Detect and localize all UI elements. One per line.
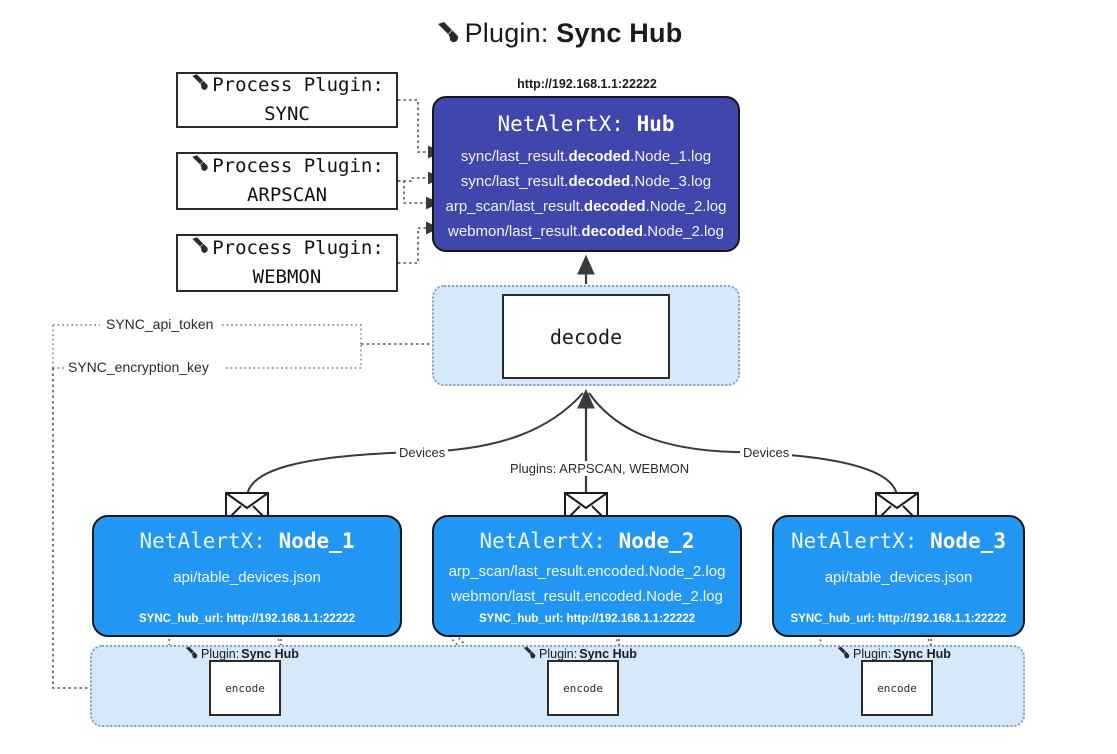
plugin-prefix: Plugin:: [539, 647, 578, 661]
hub-log-line: arp_scan/last_result.decoded.Node_2.log: [445, 198, 727, 215]
node-title-name: Node_1: [278, 529, 355, 553]
plug-icon: [190, 153, 210, 182]
decode-box[interactable]: decode: [502, 294, 670, 379]
hub-node-box[interactable]: NetAlertX: Hub sync/last_result.decoded.…: [432, 96, 740, 252]
hub-log-line: webmon/last_result.decoded.Node_2.log: [448, 223, 724, 240]
encode-box-2[interactable]: encode: [547, 660, 619, 716]
encode-box-3[interactable]: encode: [861, 660, 933, 716]
hub-title-name: Hub: [636, 112, 675, 136]
edge-label-devices-left: Devices: [396, 445, 449, 460]
process-plugin-title: Process Plugin:: [212, 155, 384, 178]
node-footer: SYNC_hub_url: http://192.168.1.1:22222: [478, 613, 696, 625]
process-plugin-title: Process Plugin:: [212, 237, 384, 260]
hub-url-label: http://192.168.1.1:22222: [517, 77, 657, 91]
node-lines: api/table_devices.json: [94, 565, 400, 590]
page-title: Plugin: Sync Hub: [0, 18, 1117, 52]
node-footer: SYNC_hub_url: http://192.168.1.1:22222: [790, 613, 1007, 625]
node-title-name: Node_3: [930, 529, 1006, 553]
node-title-prefix: NetAlertX:: [139, 529, 266, 553]
hub-log-line: sync/last_result.decoded.Node_1.log: [460, 148, 712, 165]
encode-plugin-label-1: Plugin: Sync Hub: [184, 645, 299, 663]
encode-plugin-label-2: Plugin: Sync Hub: [522, 645, 637, 663]
node-title-prefix: NetAlertX:: [791, 529, 918, 553]
node-lines: arp_scan/last_result.encoded.Node_2.log …: [434, 559, 740, 609]
plugin-prefix: Plugin:: [201, 647, 240, 661]
node-footer: SYNC_hub_url: http://192.168.1.1:22222: [138, 613, 356, 625]
node-title: NetAlertX: Node_3: [774, 529, 1023, 553]
plug-icon: [184, 645, 199, 663]
plug-icon: [836, 645, 851, 663]
title-plugin-name: Sync Hub: [556, 18, 683, 48]
encode-box-1[interactable]: encode: [209, 660, 281, 716]
node-line: webmon/last_result.encoded.Node_2.log: [451, 588, 723, 605]
process-plugin-box-webmon[interactable]: Process Plugin: WEBMON: [176, 234, 398, 292]
process-plugin-box-arpscan[interactable]: Process Plugin: ARPSCAN: [176, 152, 398, 210]
process-plugin-name: WEBMON: [252, 265, 322, 288]
node-box-node-3[interactable]: NetAlertX: Node_3 api/table_devices.json…: [772, 515, 1025, 637]
plug-icon: [190, 235, 210, 264]
plugin-name: Sync Hub: [893, 647, 951, 661]
plugin-name: Sync Hub: [241, 647, 299, 661]
sync-encryption-key-label: SYNC_encryption_key: [64, 359, 213, 375]
node-box-node-1[interactable]: NetAlertX: Node_1 api/table_devices.json…: [92, 515, 402, 637]
edge-label-devices-right: Devices: [740, 445, 793, 460]
node-lines: api/table_devices.json: [774, 565, 1023, 590]
process-plugin-name: SYNC: [264, 102, 310, 125]
encode-plugin-label-3: Plugin: Sync Hub: [836, 645, 951, 663]
node-box-node-2[interactable]: NetAlertX: Node_2 arp_scan/last_result.e…: [432, 515, 742, 637]
plugin-prefix: Plugin:: [853, 647, 892, 661]
node-line: api/table_devices.json: [824, 569, 973, 586]
process-plugin-box-sync[interactable]: Process Plugin: SYNC: [176, 72, 398, 128]
hub-title: NetAlertX: Hub: [434, 112, 738, 136]
title-prefix: Plugin:: [464, 18, 549, 48]
plug-icon: [435, 19, 461, 52]
hub-log-line: sync/last_result.decoded.Node_3.log: [460, 173, 712, 190]
plug-icon: [190, 72, 210, 101]
plug-icon: [522, 645, 537, 663]
hub-title-prefix: NetAlertX:: [497, 112, 624, 136]
process-plugin-title: Process Plugin:: [212, 74, 384, 97]
sync-api-token-label: SYNC_api_token: [102, 316, 218, 332]
node-title-prefix: NetAlertX:: [479, 529, 606, 553]
edge-label-plugins-center: Plugins: ARPSCAN, WEBMON: [507, 461, 693, 476]
node-title-name: Node_2: [618, 529, 695, 553]
node-line: arp_scan/last_result.encoded.Node_2.log: [448, 563, 726, 580]
plugin-name: Sync Hub: [579, 647, 637, 661]
node-line: api/table_devices.json: [173, 569, 321, 586]
node-title: NetAlertX: Node_2: [434, 529, 740, 553]
node-title: NetAlertX: Node_1: [94, 529, 400, 553]
process-plugin-name: ARPSCAN: [246, 183, 328, 206]
